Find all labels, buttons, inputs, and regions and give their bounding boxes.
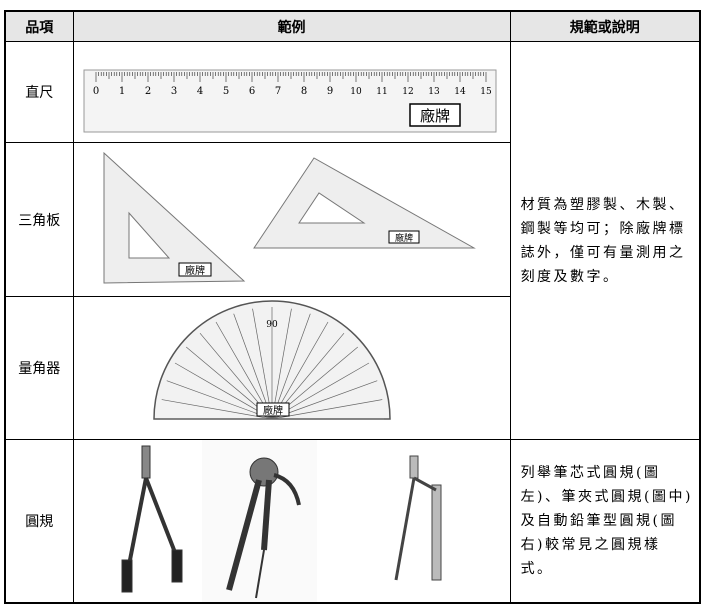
protractor-ray (232, 313, 272, 420)
item-protractor: 量角器 (4, 296, 74, 440)
header-item: 品項 (4, 10, 74, 42)
triangle-brand-label-1: 廠牌 (185, 264, 205, 277)
ruler-number: 0 (92, 86, 98, 97)
ruler-number: 15 (480, 87, 492, 97)
ruler-number: 8 (300, 86, 306, 97)
table-row: 量角器 90 廠牌 (4, 296, 700, 440)
ruler-number: 11 (376, 87, 387, 97)
ruler-number: 2 (144, 86, 150, 97)
protractor-ray (271, 308, 292, 420)
item-triangle: 三角板 (4, 142, 74, 297)
triangle-brand-label-2: 廠牌 (395, 232, 413, 244)
ruler-number: 13 (428, 87, 440, 97)
protractor-ray (271, 380, 377, 420)
protractor-ray (161, 399, 272, 420)
header-example: 範例 (72, 10, 511, 42)
pen-refill-compass-image (121, 445, 183, 593)
protractor-90-label: 90 (266, 320, 278, 330)
spec-compass: 列舉筆芯式圓規(圖左)、筆夾式圓規(圖中)及自動鉛筆型圓規(圖右)較常見之圓規樣… (509, 439, 701, 604)
ruler-number: 9 (326, 86, 332, 97)
protractor-ray (251, 308, 272, 420)
protractor-ray (271, 313, 311, 420)
protractor-image: 90 廠牌 (72, 296, 511, 440)
ruler-number: 14 (454, 87, 466, 97)
header-spec: 規範或說明 (509, 10, 701, 42)
protractor-brand-label: 廠牌 (263, 404, 283, 417)
ruler-number: 3 (170, 86, 176, 97)
compass-images (72, 439, 511, 604)
protractor-ray (166, 380, 272, 420)
item-compass: 圓規 (4, 439, 74, 604)
protractor-ray (271, 399, 382, 420)
ruler-brand-label: 廠牌 (420, 107, 450, 125)
ruler-number: 10 (350, 87, 362, 97)
triangle-image: 廠牌 廠牌 (72, 142, 511, 297)
spec-shared: 材質為塑膠製、木製、鋼製等均可；除廠牌標誌外，僅可有量測用之刻度及數字。 (509, 41, 701, 440)
ruler-number: 5 (222, 86, 228, 97)
item-ruler: 直尺 (4, 41, 74, 143)
ruler-number: 12 (402, 87, 413, 97)
table-row: 三角板 廠牌 廠牌 (4, 142, 700, 297)
ruler-number: 1 (118, 86, 124, 97)
ruler-number: 6 (248, 86, 254, 97)
ruler-number: 4 (196, 86, 202, 97)
header-row: 品項 範例 規範或說明 (4, 10, 701, 42)
pencil-compass-image (394, 455, 442, 581)
table-row: 圓規 (4, 439, 701, 604)
ruler-number: 7 (274, 86, 280, 97)
protractor-ray (174, 362, 272, 420)
pen-clip-compass-image (225, 457, 301, 599)
